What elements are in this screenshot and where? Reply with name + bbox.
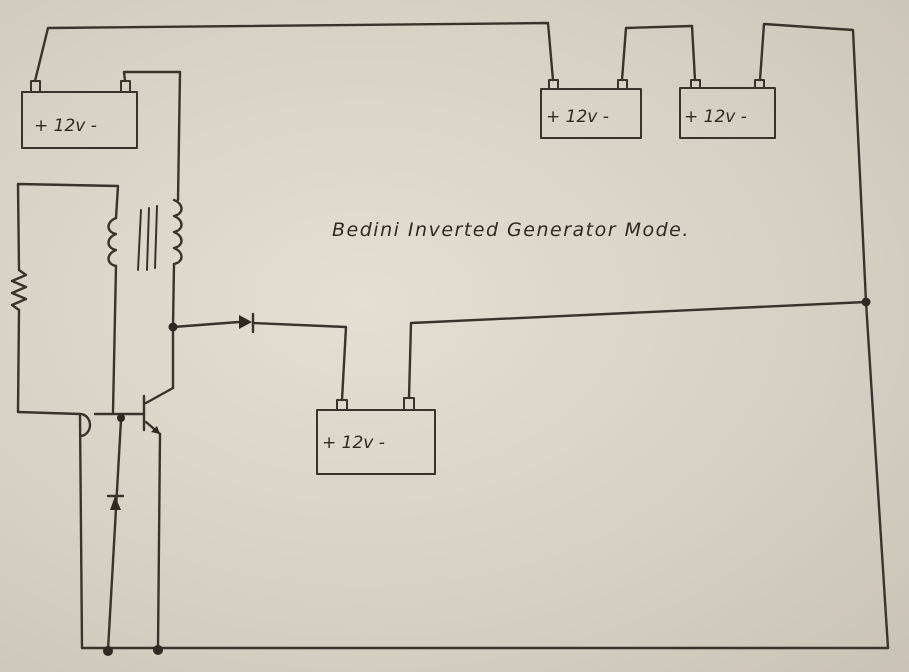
battery-left-top-label: + 12v - (34, 116, 97, 136)
junction-collector (168, 322, 178, 332)
battery-middle: + 12v - (316, 397, 436, 475)
wire-series-link (620, 24, 697, 82)
battery-right-1-label: + 12v - (546, 107, 609, 127)
battery-right-2-label: + 12v - (684, 107, 747, 127)
diode-charge (239, 312, 255, 334)
battery-middle-label: + 12v - (322, 433, 385, 453)
junction-right (861, 297, 871, 307)
wire-charge-path (171, 320, 241, 329)
wire-right-rail (758, 22, 890, 650)
junction-bottom-mid (153, 645, 163, 655)
junction-base (117, 414, 125, 422)
diagram-title: Bedini Inverted Generator Mode. (332, 219, 690, 241)
coil-primary (172, 198, 183, 266)
battery-left-top: + 12v - (21, 80, 138, 149)
battery-right-2: + 12v - (679, 79, 776, 139)
wire-return (407, 300, 868, 400)
junction-bottom-left (103, 646, 113, 656)
diode-base (106, 494, 125, 510)
wire-top-rail (33, 21, 555, 83)
battery-right-1: + 12v - (540, 79, 642, 139)
transistor (142, 386, 175, 436)
resistor (10, 268, 28, 312)
transformer-core (137, 205, 158, 271)
wire-coil-primary (122, 70, 182, 202)
coil-secondary (107, 216, 118, 268)
